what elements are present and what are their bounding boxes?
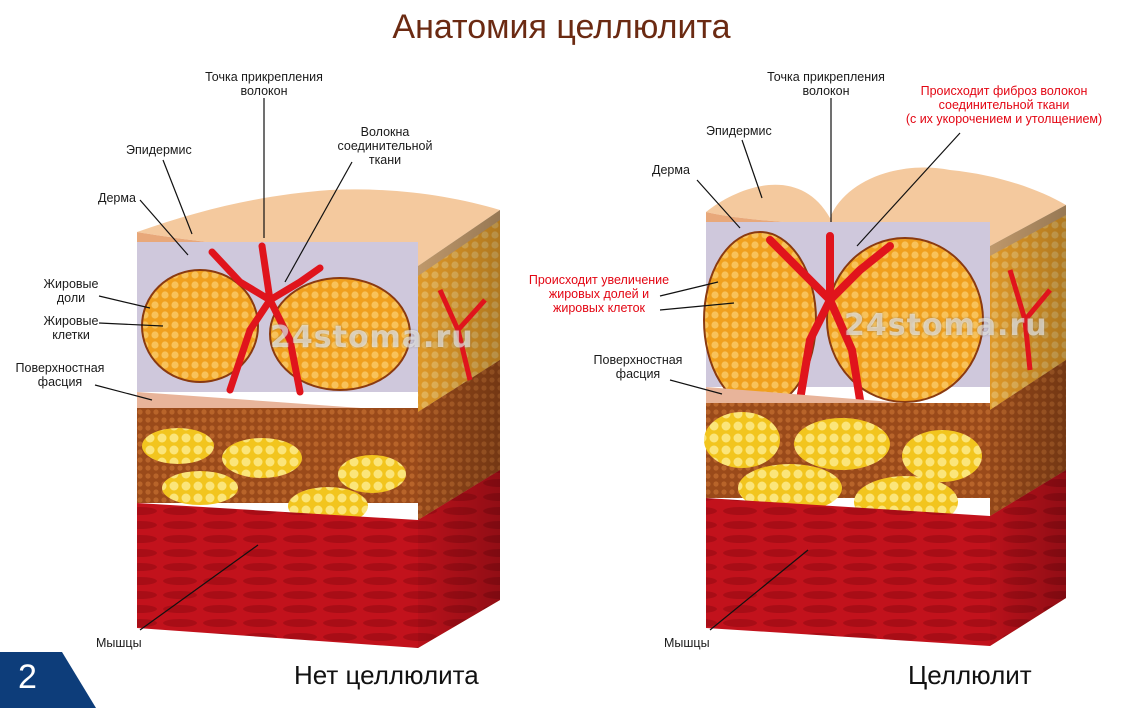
left-deep-fat-2 (222, 438, 302, 478)
right-label-fascia: Поверхностная фасция (593, 353, 683, 381)
left-connective-fibers (208, 242, 324, 396)
left-fat-lobe-2 (269, 277, 411, 391)
left-muscle (137, 503, 418, 648)
leader-right-growth-2 (659, 302, 735, 311)
leader-right-dermis (696, 179, 741, 229)
right-label-attachment: Точка прикрепления волокон (767, 70, 885, 98)
left-label-fat-lobes: Жировые доли (43, 277, 99, 305)
right-deep-fat-2 (794, 418, 890, 470)
leader-right-epidermis (741, 139, 763, 199)
page-title: Анатомия целлюлита (392, 8, 731, 46)
right-deep-fat-3 (902, 430, 982, 482)
leader-right-growth-1 (659, 281, 719, 297)
watermark-right: 24stoma.ru (844, 308, 1048, 343)
left-fat-lobe-1 (141, 269, 259, 383)
left-label-fat-cells: Жировые клетки (43, 314, 99, 342)
leader-left-fascia (94, 384, 153, 401)
leader-left-fibers (284, 161, 353, 283)
right-deep-fat-1 (704, 412, 780, 468)
leader-right-fibrosis (856, 132, 961, 247)
left-deep-fat-3 (338, 455, 406, 493)
right-label-epidermis: Эпидермис (706, 124, 772, 138)
left-deep-fat-4 (162, 471, 238, 505)
leader-lines (94, 98, 961, 631)
left-caption: Нет целлюлита (294, 660, 479, 690)
leader-left-fatlobes (98, 295, 151, 309)
leader-left-epidermis (162, 159, 193, 235)
right-label-muscles: Мышцы (664, 636, 710, 650)
right-fat-lobe-2 (826, 237, 984, 403)
leader-left-muscles (139, 544, 259, 631)
right-label-fibrosis: Происходит фиброз волокон соединительной… (905, 84, 1103, 126)
left-label-epidermis: Эпидермис (126, 143, 192, 157)
right-tissue-block (703, 167, 1066, 646)
left-tissue-block (137, 189, 500, 648)
leader-right-fascia (669, 379, 723, 395)
leader-left-dermis (139, 199, 189, 256)
left-label-muscles: Мышцы (96, 636, 142, 650)
left-deep-fat-1 (142, 428, 214, 464)
left-label-fascia: Поверхностная фасция (15, 361, 105, 389)
left-label-dermis: Дерма (98, 191, 136, 205)
right-deep-fat-4 (738, 464, 842, 512)
left-label-fibers: Волокна соединительной ткани (337, 125, 433, 167)
slide-number: 2 (18, 658, 37, 696)
slide-number-badge (0, 652, 96, 708)
right-label-dermis: Дерма (652, 163, 690, 177)
right-connective-fibers (766, 232, 894, 404)
left-label-attachment: Точка прикрепления волокон (205, 70, 323, 98)
right-label-growth: Происходит увеличение жировых долей и жи… (528, 273, 670, 315)
leader-left-fatcells (98, 322, 164, 327)
right-muscle (706, 498, 990, 646)
leader-right-muscles (709, 549, 809, 631)
right-caption: Целлюлит (908, 660, 1032, 690)
watermark-left: 24stoma.ru (270, 320, 474, 355)
